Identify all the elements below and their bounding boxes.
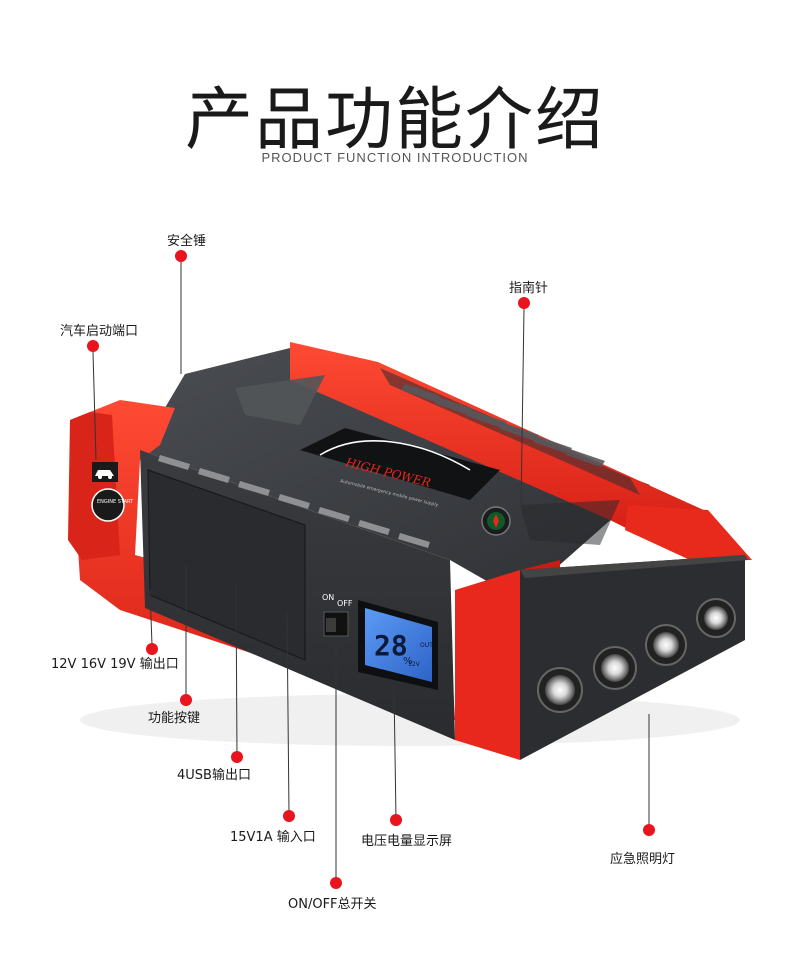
page-subtitle: PRODUCT FUNCTION INTRODUCTION bbox=[261, 150, 529, 165]
led-1-icon bbox=[537, 667, 583, 713]
callout-dot-function-button bbox=[180, 694, 192, 706]
page-title: 产品功能介绍 bbox=[184, 81, 605, 160]
emergency-light-leds bbox=[537, 598, 736, 713]
callout-on-off-switch: ON/OFF总开关 bbox=[288, 897, 377, 912]
port-cover bbox=[147, 469, 306, 661]
led-3-icon bbox=[645, 624, 687, 666]
callout-dot-output bbox=[146, 643, 158, 655]
red-corner-right bbox=[625, 505, 752, 560]
red-rail-back bbox=[290, 342, 708, 540]
callout-input-15v1a: 15V1A 输入口 bbox=[230, 830, 316, 845]
callout-dot-power-display bbox=[390, 814, 402, 826]
red-bumper-right bbox=[455, 570, 520, 760]
lcd-value: 28 bbox=[374, 629, 408, 662]
lcd-voltage-label: 12V bbox=[408, 661, 421, 668]
callout-output-12-16-19: 12V 16V 19V 输出口 bbox=[51, 657, 179, 672]
lcd-out-label: OUT bbox=[420, 642, 433, 649]
callout-dot-input bbox=[283, 810, 295, 822]
engine-start-badge: ENGINE START bbox=[91, 462, 134, 522]
red-endcap-left bbox=[68, 412, 120, 560]
callout-dot-usb-output bbox=[231, 751, 243, 763]
callout-function-button: 功能按键 bbox=[148, 711, 201, 726]
callout-compass: 指南针 bbox=[509, 281, 549, 296]
callout-safety-hammer: 安全锤 bbox=[167, 234, 207, 249]
callout-usb-output: 4USB输出口 bbox=[177, 768, 251, 783]
callout-lines bbox=[92, 262, 650, 882]
lcd-display: 28 % OUT 12V bbox=[358, 600, 438, 690]
switch-on-label: ON bbox=[322, 593, 334, 602]
callout-dot-car-start-port bbox=[87, 340, 99, 352]
callout-dot-emergency-light bbox=[643, 824, 655, 836]
callout-dot-on-off-switch bbox=[330, 877, 342, 889]
car-icon bbox=[92, 462, 118, 482]
callout-emergency-light: 应急照明灯 bbox=[610, 852, 676, 867]
callout-car-start-port: 汽车启动端口 bbox=[60, 324, 139, 339]
led-4-icon bbox=[696, 598, 736, 638]
start-badge-text: ENGINE START bbox=[97, 499, 134, 505]
callout-dot-safety-hammer bbox=[175, 250, 187, 262]
led-2-icon bbox=[593, 646, 637, 690]
callout-power-display: 电压电量显示屏 bbox=[361, 834, 453, 849]
compass-icon bbox=[481, 506, 511, 536]
callout-dot-compass bbox=[518, 297, 530, 309]
on-off-switch: ON OFF bbox=[322, 593, 353, 637]
lcd-unit: % bbox=[403, 656, 413, 667]
vent-ridges-front bbox=[158, 455, 430, 548]
switch-off-label: OFF bbox=[337, 599, 353, 608]
vent-ridges-back bbox=[401, 384, 605, 467]
